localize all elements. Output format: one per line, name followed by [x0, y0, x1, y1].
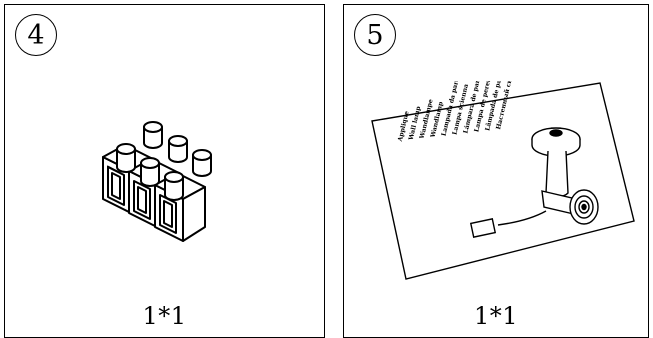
quantity-label: 1*1 [473, 302, 519, 330]
terminal-block-icon [102, 121, 212, 242]
step-number-badge: 4 [15, 14, 57, 56]
step-4-panel: 4 [4, 4, 325, 338]
instruction-manual-icon: Applique Wall lamp Wandlampe Wandlamp La… [371, 81, 635, 280]
quantity-label: 1*1 [142, 302, 187, 330]
step-number-badge: 5 [354, 14, 396, 56]
step-5-panel: 5 Applique Wall lamp Wandlampe Wandlamp … [343, 4, 649, 338]
wall-lamp-illustration [469, 127, 599, 238]
